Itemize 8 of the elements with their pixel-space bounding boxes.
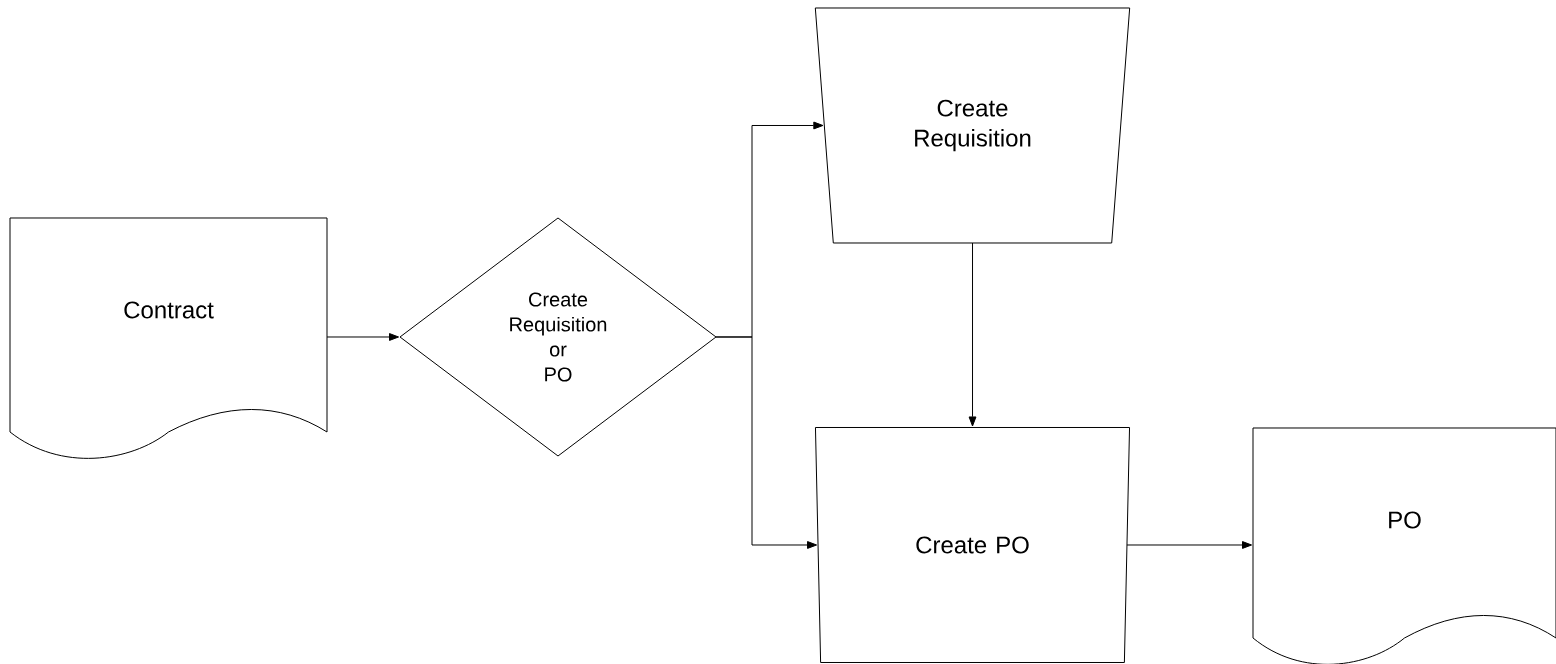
arrow bbox=[968, 242, 977, 427]
arrow bbox=[326, 333, 400, 341]
document-shape: Contract bbox=[9, 217, 328, 459]
arrow bbox=[715, 336, 818, 549]
arrow bbox=[1126, 541, 1253, 549]
process-trapezoid: Create Requisition bbox=[814, 7, 1131, 244]
process-trapezoid: Create PO bbox=[814, 427, 1131, 663]
document-shape: PO bbox=[1252, 427, 1556, 664]
